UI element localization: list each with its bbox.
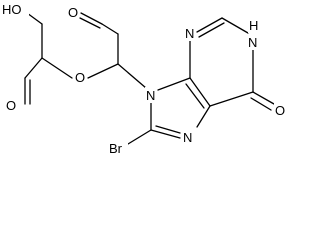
atom-o6: O [275, 103, 285, 118]
bond-c8-br [127, 129, 152, 145]
atom-n1: N [248, 35, 257, 50]
bond-cho-right-c-h [101, 23, 119, 35]
bond-c6-o6-2 [250, 97, 272, 111]
bond-c6-o6-1 [252, 91, 275, 105]
atom-n9: N [146, 88, 155, 103]
bond-c5-c4-2 [185, 83, 205, 109]
bond-ch-n9 [117, 63, 147, 89]
bond-c6-c5 [209, 91, 254, 107]
bond-c8-n7-1 [150, 129, 181, 139]
bonds [24, 12, 275, 145]
bond-ch-oether [41, 57, 73, 79]
bond-n3-c2-1 [196, 17, 223, 33]
bond-n7-c5 [196, 105, 211, 128]
bond-oether-ch [87, 63, 119, 79]
bond-c4-n9 [157, 77, 191, 91]
bond-c5-c4-1 [189, 77, 211, 107]
atom-n3: N [185, 26, 194, 41]
atom-o-aldehyde-right: O [68, 5, 78, 20]
atom-h1: H [249, 18, 258, 33]
atom-o-ether: O [75, 70, 85, 85]
bond-cho-right-o-2 [79, 17, 101, 29]
bond-ho-ch2 [26, 12, 43, 25]
atom-ho: HO [2, 2, 22, 17]
atom-br: Br [109, 141, 123, 156]
atom-n7: N [183, 130, 192, 145]
atom-labels: HO O O O N N N H N O Br [0, 1, 288, 156]
bond-n3-c2-2 [198, 22, 225, 38]
bond-c2-n1 [221, 17, 249, 34]
bond-ch-cho [24, 57, 43, 79]
structure-diagram: HO O O O N N N H N O Br [0, 1, 288, 156]
bond-cho-right-o-1 [80, 12, 103, 25]
bond-c8-n7-2 [155, 125, 181, 134]
atom-o-aldehyde-left: O [6, 98, 16, 113]
